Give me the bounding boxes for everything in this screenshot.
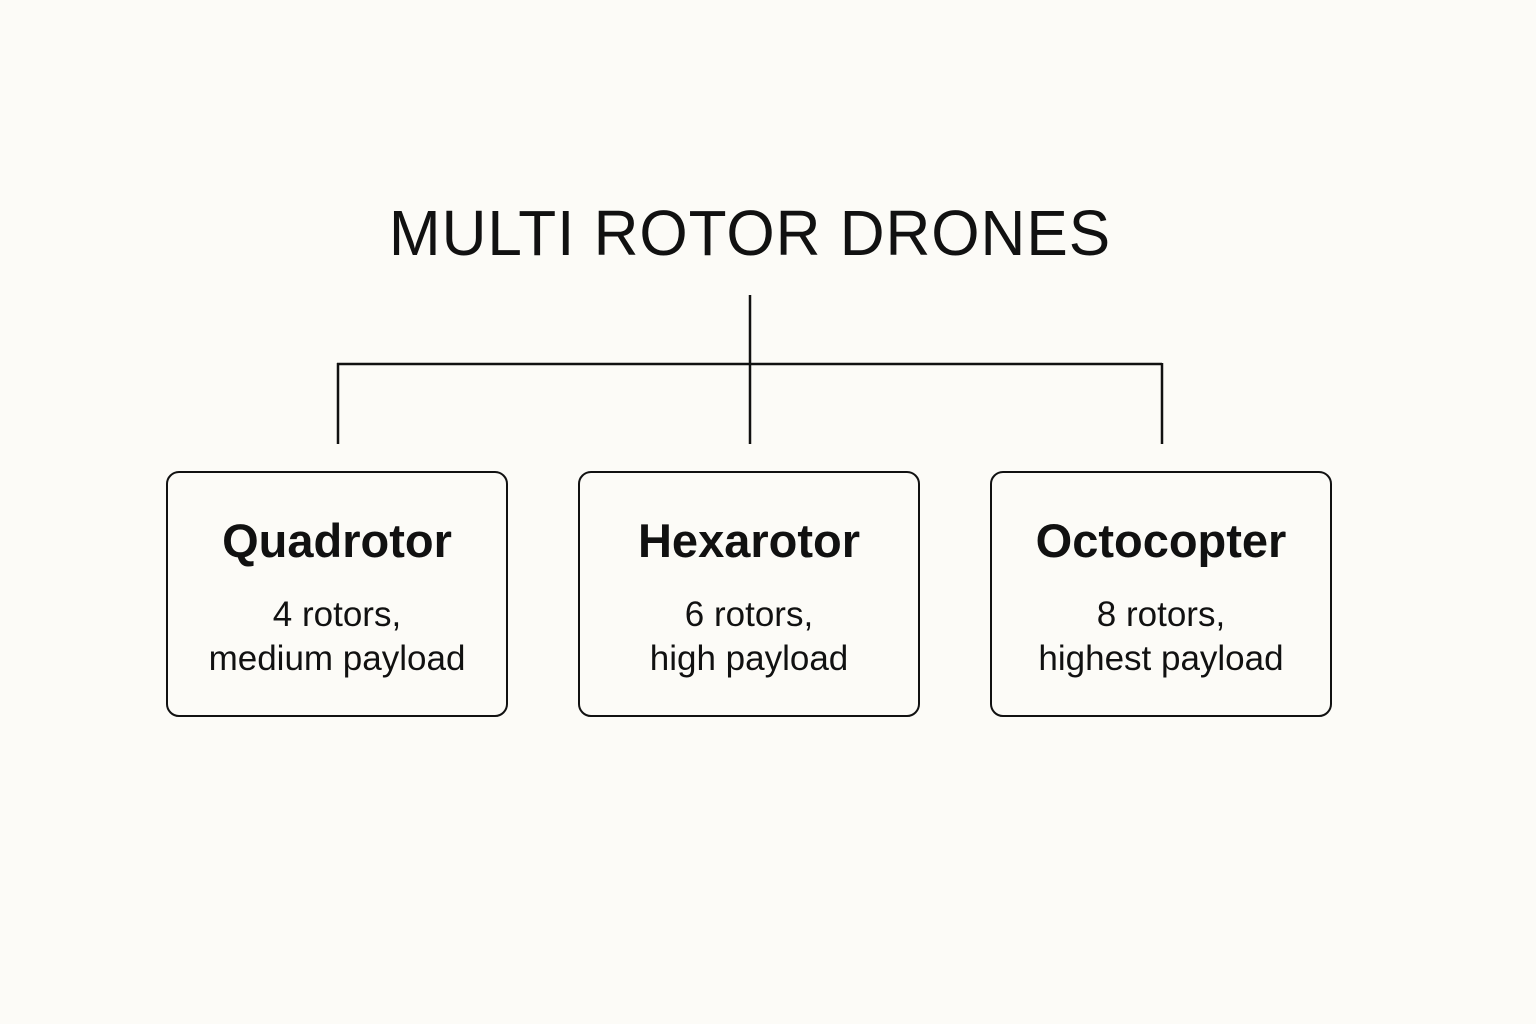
desc-line: highest payload	[1038, 639, 1284, 678]
node-octocopter: Octocopter 8 rotors, highest payload	[990, 471, 1332, 717]
node-name: Octocopter	[1035, 514, 1287, 567]
node-name: Hexarotor	[637, 514, 860, 567]
node-hexarotor: Hexarotor 6 rotors, high payload	[578, 471, 920, 717]
desc-line: 4 rotors,	[272, 595, 402, 634]
node-desc: 4 rotors, medium payload	[168, 593, 506, 681]
node-quadrotor: Quadrotor 4 rotors, medium payload	[166, 471, 508, 717]
desc-line: high payload	[649, 639, 849, 678]
desc-line: 6 rotors,	[684, 595, 814, 634]
desc-line: 8 rotors,	[1096, 595, 1226, 634]
node-name: Quadrotor	[222, 514, 452, 567]
diagram-title: MULTI ROTOR DRONES	[388, 197, 1112, 269]
node-desc: 8 rotors, highest payload	[992, 593, 1330, 681]
node-desc: 6 rotors, high payload	[580, 593, 918, 681]
desc-line: medium payload	[208, 639, 466, 678]
